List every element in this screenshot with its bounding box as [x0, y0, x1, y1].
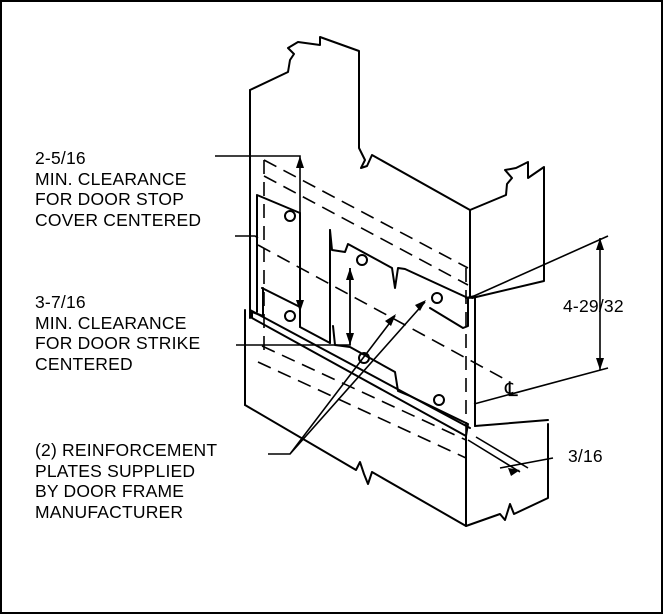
callout-strike: 3-7/16 MIN. CLEARANCE FOR DOOR STRIKE CE…	[35, 292, 200, 374]
arrow-stop-top	[296, 156, 304, 168]
arrow-plate-2	[415, 300, 426, 311]
dimension-height: 4-29/32	[563, 296, 624, 316]
arrow-offset	[508, 468, 520, 476]
callout-plates-line1: (2) REINFORCEMENT	[35, 440, 218, 460]
callout-stop-line1: 2-5/16	[35, 148, 86, 168]
callout-strike-line2: MIN. CLEARANCE	[35, 312, 187, 333]
centerline-mid	[257, 244, 511, 383]
opening-conn	[299, 326, 331, 344]
callout-plates: (2) REINFORCEMENT PLATES SUPPLIED BY DOO…	[35, 440, 217, 522]
arrow-height-top	[596, 238, 604, 250]
opening-left	[299, 212, 331, 344]
hole-6	[433, 394, 445, 406]
leader-plates	[268, 301, 426, 455]
callout-strike-line4: CENTERED	[35, 353, 133, 374]
dim-offset-ext2	[475, 436, 529, 469]
callout-strike-line3: FOR DOOR STRIKE	[35, 333, 201, 353]
dimension-offset: 3/16	[568, 446, 603, 466]
callout-plates-line4: MANUFACTURER	[35, 501, 184, 522]
hole-1	[284, 210, 296, 222]
callout-stop-cover: 2-5/16 MIN. CLEARANCE FOR DOOR STOP COVE…	[35, 148, 201, 230]
hole-5	[358, 352, 370, 364]
plate-edge	[249, 309, 471, 429]
arrow-strike-bottom	[346, 333, 354, 345]
arrow-strike-top	[346, 268, 354, 280]
lower-return-top	[474, 419, 549, 427]
arrow-plate-1	[385, 314, 396, 326]
hole-2	[356, 254, 368, 266]
hole-4	[284, 310, 296, 322]
dim-offset-ext1	[467, 439, 521, 473]
callout-strike-line1: 3-7/16	[35, 292, 86, 312]
callout-plates-line2: PLATES SUPPLIED	[35, 460, 196, 481]
dim-ext-bottom	[473, 367, 609, 405]
callout-stop-line3: FOR DOOR STOP	[35, 189, 185, 209]
dim-ext-top	[473, 235, 609, 297]
callout-plates-line3: BY DOOR FRAME	[35, 481, 185, 501]
leader-stop-2	[235, 235, 259, 239]
dashed-top-2	[263, 175, 469, 286]
upper-face	[249, 36, 471, 299]
arrow-height-bottom	[596, 358, 604, 370]
centerline-symbol: ℄	[505, 379, 519, 401]
callout-stop-line4: COVER CENTERED	[35, 209, 202, 230]
dashed-top-1	[263, 159, 469, 269]
hole-3	[431, 292, 443, 304]
plate-outline-upper	[256, 194, 469, 329]
callout-stop-line2: MIN. CLEARANCE	[35, 168, 187, 189]
dashed-bottom-1	[257, 361, 467, 459]
upper-return	[469, 161, 545, 299]
dim-offset-leader	[499, 457, 554, 469]
arrow-stop-bottom	[296, 300, 304, 312]
dashed-bottom-2	[261, 345, 467, 441]
